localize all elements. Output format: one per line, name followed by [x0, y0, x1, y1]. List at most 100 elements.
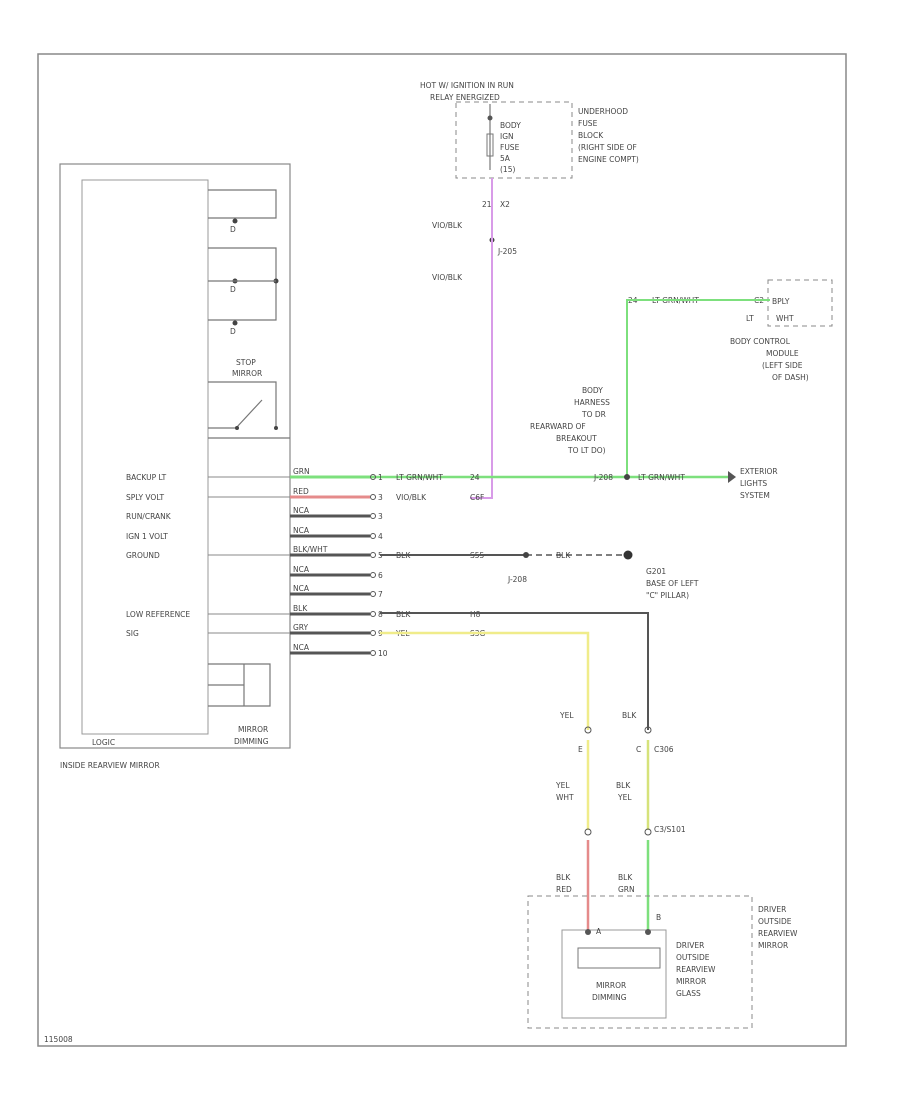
row-label: RUN/CRANK: [126, 512, 172, 521]
fuse-block-3: BLOCK: [578, 131, 604, 140]
fuse-label-4: 5A: [500, 154, 511, 163]
outer-3: REARVIEW: [758, 929, 798, 938]
row-pin: 1: [378, 473, 383, 482]
harness-note: BODY HARNESS TO DR REARWARD OF BREAKOUT …: [530, 386, 610, 455]
ground-desc-1: BASE OF LEFT: [646, 579, 699, 588]
row-connector-icon: [370, 474, 376, 480]
exterior-line-1: EXTERIOR: [740, 467, 778, 476]
pin-d3: D: [230, 327, 236, 336]
row-pin: 4: [378, 532, 383, 541]
fuse-block-5: ENGINE COMPT): [578, 155, 639, 164]
top-right-wire: BLK: [622, 711, 637, 720]
driver-mirror-inner: [561, 929, 667, 1019]
driver-mirror-outline: [527, 895, 753, 1029]
mirror-inner-box: [81, 179, 209, 735]
bcm-block: 24 LT GRN/WHT C2 BPLY LT WHT BODY CONTRO…: [628, 279, 833, 382]
low-left-2: RED: [556, 885, 572, 894]
low-left-1: BLK: [556, 873, 571, 882]
pin-b-dot: [645, 929, 651, 935]
exterior-splice: J-208: [593, 473, 613, 482]
conn-right-top-icon: [644, 726, 652, 734]
vio-wire-label-2: VIO/BLK: [432, 273, 463, 282]
conn-top: C306: [654, 745, 674, 754]
fuse-label-2: IGN: [500, 132, 514, 141]
row-connector-icon: [370, 611, 376, 617]
row-wire-code: NCA: [293, 643, 310, 652]
pin-left: 21: [482, 200, 492, 209]
row-pin: 6: [378, 571, 383, 580]
harness-line-4: REARWARD OF: [530, 422, 586, 431]
conn-right-mid-icon: [644, 828, 652, 836]
mid-right-2: YEL: [617, 793, 632, 802]
exterior-wire: LT GRN/WHT: [638, 473, 685, 482]
row-wire-code: NCA: [293, 506, 310, 515]
bcm-label-2: LT: [746, 314, 754, 323]
conn-left-mid-icon: [584, 828, 592, 836]
switch-loop-2: [208, 247, 277, 321]
low-right-1: BLK: [618, 873, 633, 882]
inner-3: REARVIEW: [676, 965, 716, 974]
row-connector-icon: [370, 572, 376, 578]
fuse-block-1: UNDERHOOD: [578, 107, 628, 116]
stop-label-1: STOP: [236, 358, 256, 367]
mirror-outer-box: [59, 163, 291, 749]
row-connector-icon: [370, 552, 376, 558]
fuse-block-4: (RIGHT SIDE OF: [578, 143, 637, 152]
ground-splice: J-208: [507, 575, 527, 584]
ground-splice-dot: [523, 552, 529, 558]
pin-d1: D: [230, 225, 236, 234]
stop-label-2: MIRROR: [232, 369, 262, 378]
row-pin: 8: [378, 610, 383, 619]
arrow-right-icon: [728, 471, 736, 483]
row-connector-icon: [370, 591, 376, 597]
row-wire-code: GRN: [293, 467, 310, 476]
exterior-line-3: SYSTEM: [740, 491, 770, 500]
row-wire-code: BLK: [293, 604, 308, 613]
fuse-label-3: FUSE: [500, 143, 520, 152]
pin-l: E: [578, 745, 583, 754]
row-pin2: H8: [470, 610, 481, 619]
row-pin2: 24: [470, 473, 480, 482]
top-supply: HOT W/ IGNITION IN RUN RELAY ENERGIZED B…: [420, 81, 639, 282]
yellow-signal-wire: [380, 631, 590, 730]
mirror-glass-element-icon: [577, 947, 661, 969]
exterior-lights: J-208 LT GRN/WHT EXTERIOR LIGHTS SYSTEM: [290, 467, 778, 500]
bcm-desc-1: BODY CONTROL: [730, 337, 791, 346]
fuse-label-1: BODY: [500, 121, 521, 130]
inner-1: DRIVER: [676, 941, 704, 950]
dim-2: DIMMING: [592, 993, 627, 1002]
bcm-desc-3: (LEFT SIDE: [762, 361, 803, 370]
row-wire-code: NCA: [293, 526, 310, 535]
fuse-symbol-icon: [486, 133, 494, 157]
pin-b: B: [656, 913, 661, 922]
dimming-circuit-icon: [208, 663, 271, 707]
pin-a: A: [596, 927, 602, 936]
row-pin: 3: [378, 493, 383, 502]
stop-switch-icon: [208, 381, 277, 429]
fuse-terminal-top: [487, 115, 493, 121]
harness-line-3: TO DR: [581, 410, 606, 419]
row-connector-icon: [370, 513, 376, 519]
row-connector-icon: [370, 533, 376, 539]
diagram-border: [37, 53, 847, 1047]
row-label: BACKUP LT: [126, 473, 167, 482]
bcm-outline: [767, 279, 833, 327]
pin-a-dot: [585, 929, 591, 935]
harness-line-2: HARNESS: [574, 398, 610, 407]
harness-line-1: BODY: [582, 386, 603, 395]
driver-side: YEL BLK E C C306 YEL WHT BLK YEL C3/S101…: [527, 711, 798, 1029]
switch-node-1: [232, 218, 238, 224]
footer-code: 115008: [44, 1035, 73, 1044]
low-right-2: GRN: [618, 885, 635, 894]
bcm-desc-2: MODULE: [766, 349, 799, 358]
outer-4: MIRROR: [758, 941, 788, 950]
switch-node-3: [232, 320, 238, 326]
row-connector-icon: [370, 630, 376, 636]
switch-loop-1: [208, 189, 277, 219]
row-far-wire: LT GRN/WHT: [396, 473, 443, 482]
row-far-wire: VIO/BLK: [396, 493, 427, 502]
row-wire-code: NCA: [293, 565, 310, 574]
ground-desc-2: "C" PILLAR): [646, 591, 689, 600]
row-wire-code: GRY: [293, 623, 309, 632]
